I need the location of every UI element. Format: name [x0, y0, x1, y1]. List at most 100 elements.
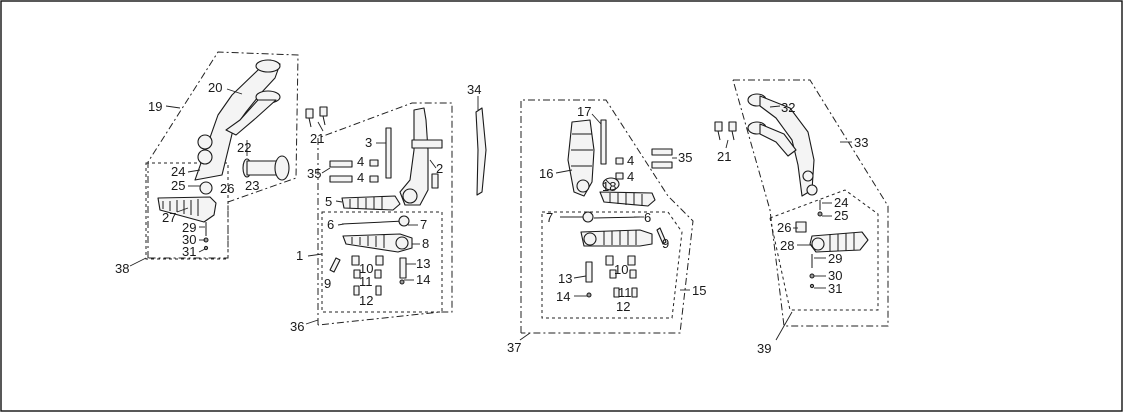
peg-ribs [349, 197, 383, 209]
bolt-shank [322, 115, 326, 126]
callout-32: 32 [781, 100, 795, 115]
callout-31: 31 [828, 281, 842, 296]
callout-20: 20 [208, 80, 222, 95]
pin-13 [585, 261, 593, 283]
callout-10: 10 [359, 261, 373, 276]
bracket-part [194, 59, 281, 181]
callout-10: 10 [614, 262, 628, 277]
callout-31: 31 [182, 244, 196, 259]
clip-10 [351, 255, 360, 266]
peg-ribs [351, 235, 385, 248]
callout-11: 11 [359, 274, 373, 289]
leader [429, 159, 437, 169]
leader [307, 253, 323, 257]
leader [519, 332, 531, 341]
nut-4 [369, 159, 379, 167]
clip-11 [374, 269, 382, 279]
main-bracket-part [399, 107, 429, 206]
callout-24: 24 [171, 164, 185, 179]
pin-12 [613, 287, 620, 298]
callout-36: 36 [290, 319, 304, 334]
washer-14 [586, 292, 592, 298]
leader [335, 200, 343, 203]
bracket-arm [759, 123, 797, 157]
bolt-pair-21 [305, 106, 328, 128]
clip-11 [609, 269, 617, 279]
callout-24: 24 [834, 195, 848, 210]
rod-34-part [475, 107, 487, 196]
bracket-32 [759, 95, 815, 197]
foot-peg-part [157, 196, 217, 223]
callout-4: 4 [627, 169, 634, 184]
pin-12 [631, 287, 638, 298]
callout-38: 38 [115, 261, 129, 276]
callout-30: 30 [182, 232, 196, 247]
callout-4: 4 [627, 153, 634, 168]
callout-4: 4 [357, 154, 364, 169]
callout-1: 1 [296, 248, 303, 263]
clip-10 [627, 255, 636, 266]
callout-19: 19 [148, 99, 162, 114]
callout-13: 13 [558, 271, 572, 286]
leader [187, 169, 201, 173]
pivot-part [199, 181, 213, 195]
assembly-37: 17 16 18 35 4 4 7 6 9 13 10 11 14 12 15 … [507, 99, 706, 355]
peg-ribs [829, 233, 855, 251]
clip-11 [353, 269, 361, 279]
callout-28: 28 [780, 238, 794, 253]
assembly-39: 32 21 33 24 25 26 28 29 30 31 39 [714, 79, 889, 356]
callout-15: 15 [692, 283, 706, 298]
pin-6 [593, 216, 641, 219]
callout-21: 21 [310, 131, 324, 146]
leader [317, 121, 324, 132]
callout-29: 29 [828, 251, 842, 266]
nut-4 [615, 157, 624, 165]
block-26 [795, 221, 807, 233]
rod-17 [600, 119, 607, 165]
callout-17: 17 [577, 104, 591, 119]
group-outline-1 [321, 211, 443, 313]
washer-14 [399, 279, 405, 285]
bracket-boss [255, 59, 281, 73]
bolt-35 [651, 161, 673, 169]
leader [305, 319, 319, 325]
peg-ribs [609, 193, 643, 206]
pin-13 [399, 257, 407, 279]
callout-4: 4 [357, 170, 364, 185]
cotter-31 [809, 283, 815, 289]
washer-30 [809, 273, 815, 279]
callout-18: 18 [602, 179, 616, 194]
callout-13: 13 [416, 256, 430, 271]
leader [321, 167, 331, 174]
peg-5 [341, 195, 401, 211]
callout-35: 35 [307, 166, 321, 181]
peg-pivot [395, 236, 409, 250]
rod-34: 34 [467, 82, 487, 196]
leader [775, 311, 793, 341]
leader [555, 169, 573, 174]
foot-peg-ribs [162, 199, 199, 216]
callout-39: 39 [757, 341, 771, 356]
group-outline-37 [520, 99, 694, 334]
bracket-tab [411, 139, 443, 149]
callout-29: 29 [182, 220, 196, 235]
spring-7 [582, 211, 594, 223]
callout-2: 2 [436, 161, 443, 176]
peg-part [599, 191, 656, 207]
bolt-head [319, 106, 328, 117]
leader [591, 113, 602, 125]
bracket-hole [802, 170, 814, 182]
callout-7: 7 [420, 217, 427, 232]
leader [573, 275, 587, 279]
callout-11: 11 [618, 285, 632, 300]
callout-6: 6 [644, 210, 651, 225]
clip-10 [375, 255, 384, 266]
bolt-head [305, 108, 314, 119]
callout-14: 14 [416, 272, 430, 287]
callout-9: 9 [662, 236, 669, 251]
bolt-35 [329, 160, 353, 168]
leader [226, 88, 243, 95]
assembly-36: 21 3 2 35 4 4 5 6 7 8 1 9 10 11 12 13 14… [290, 102, 453, 334]
